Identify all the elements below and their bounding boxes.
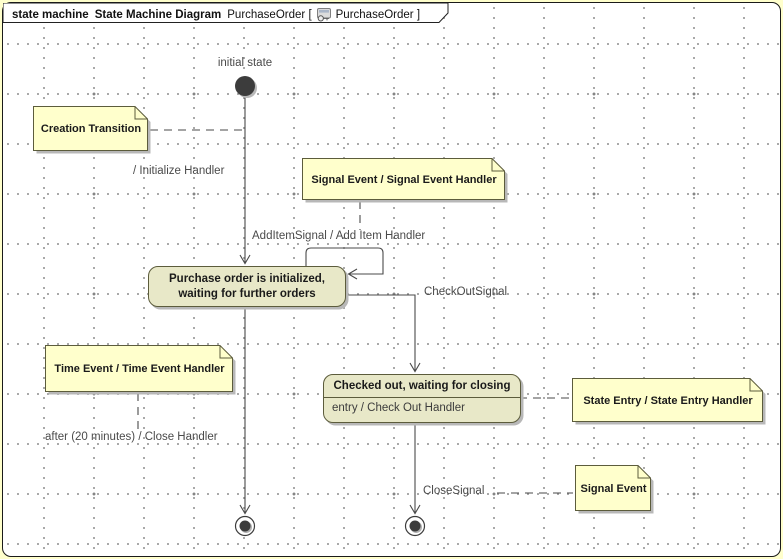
final-state-node-left[interactable]: [234, 515, 256, 537]
note-shape: [575, 465, 654, 514]
note-label: Time Event / Time Event Handler: [54, 363, 225, 375]
note-state-entry-handler[interactable]: State Entry / State Entry Handler: [572, 378, 767, 426]
transition-after-close[interactable]: [239, 306, 251, 515]
frame-diagram-name: PurchaseOrder: [227, 8, 306, 21]
state-name-line1: Purchase order is initialized,: [169, 272, 325, 285]
transition-label-initialize[interactable]: / Initialize Handler: [133, 165, 225, 177]
transition-label-checkout[interactable]: CheckOutSignal: [424, 286, 508, 298]
note-label: Signal Event: [580, 482, 647, 495]
note-creation-transition[interactable]: Creation Transition: [33, 106, 152, 155]
initial-state-node[interactable]: [235, 76, 257, 98]
note-signal-event-handler[interactable]: Signal Event / Signal Event Handler: [302, 158, 509, 204]
note-label: Signal Event / Signal Event Handler: [311, 173, 497, 186]
state-checked-out[interactable]: Checked out, waiting for closing entry /…: [323, 374, 521, 423]
frame-keyword: state machine: [12, 8, 89, 21]
transition-initialize[interactable]: [239, 96, 251, 265]
note-time-event-handler[interactable]: Time Event / Time Event Handler: [45, 345, 237, 396]
transition-close-signal[interactable]: [409, 422, 421, 515]
diagram-canvas-grid: [3, 3, 780, 556]
frame-diagram-type: State Machine Diagram: [94, 8, 222, 21]
note-label: Creation Transition: [40, 123, 142, 135]
state-purchase-order-initialized[interactable]: Purchase order is initialized, waiting f…: [148, 266, 346, 307]
note-shape: [45, 345, 236, 395]
final-state-node-right[interactable]: [404, 515, 426, 537]
note-shape: [33, 106, 151, 154]
transition-additem-self-loop[interactable]: [305, 247, 384, 280]
note-shape: [302, 158, 508, 203]
state-name-line2: waiting for further orders: [178, 287, 316, 300]
transition-label-additem[interactable]: AddItemSignal / Add Item Handler: [252, 230, 426, 242]
frame-bracket-open: [: [308, 8, 312, 21]
transition-label-after-close[interactable]: after (20 minutes) / Close Handler: [45, 431, 218, 443]
initial-state-label: initial state: [217, 57, 273, 69]
state-machine-diagram-icon: [316, 8, 331, 22]
diagram-frame-heading[interactable]: state machine State Machine Diagram Purc…: [3, 3, 453, 24]
note-shape: [572, 378, 766, 425]
frame-bracket-close: ]: [416, 8, 421, 21]
state-entry-activity: entry / Check Out Handler: [332, 402, 465, 414]
transition-label-close-signal[interactable]: CloseSignal: [423, 485, 485, 497]
transition-checkout[interactable]: [345, 294, 421, 373]
frame-context-name: PurchaseOrder: [335, 8, 414, 21]
state-name: Checked out, waiting for closing: [324, 375, 520, 398]
note-label: State Entry / State Entry Handler: [583, 394, 753, 407]
frame-heading-shape: [3, 3, 449, 23]
note-signal-event[interactable]: Signal Event: [575, 465, 655, 515]
